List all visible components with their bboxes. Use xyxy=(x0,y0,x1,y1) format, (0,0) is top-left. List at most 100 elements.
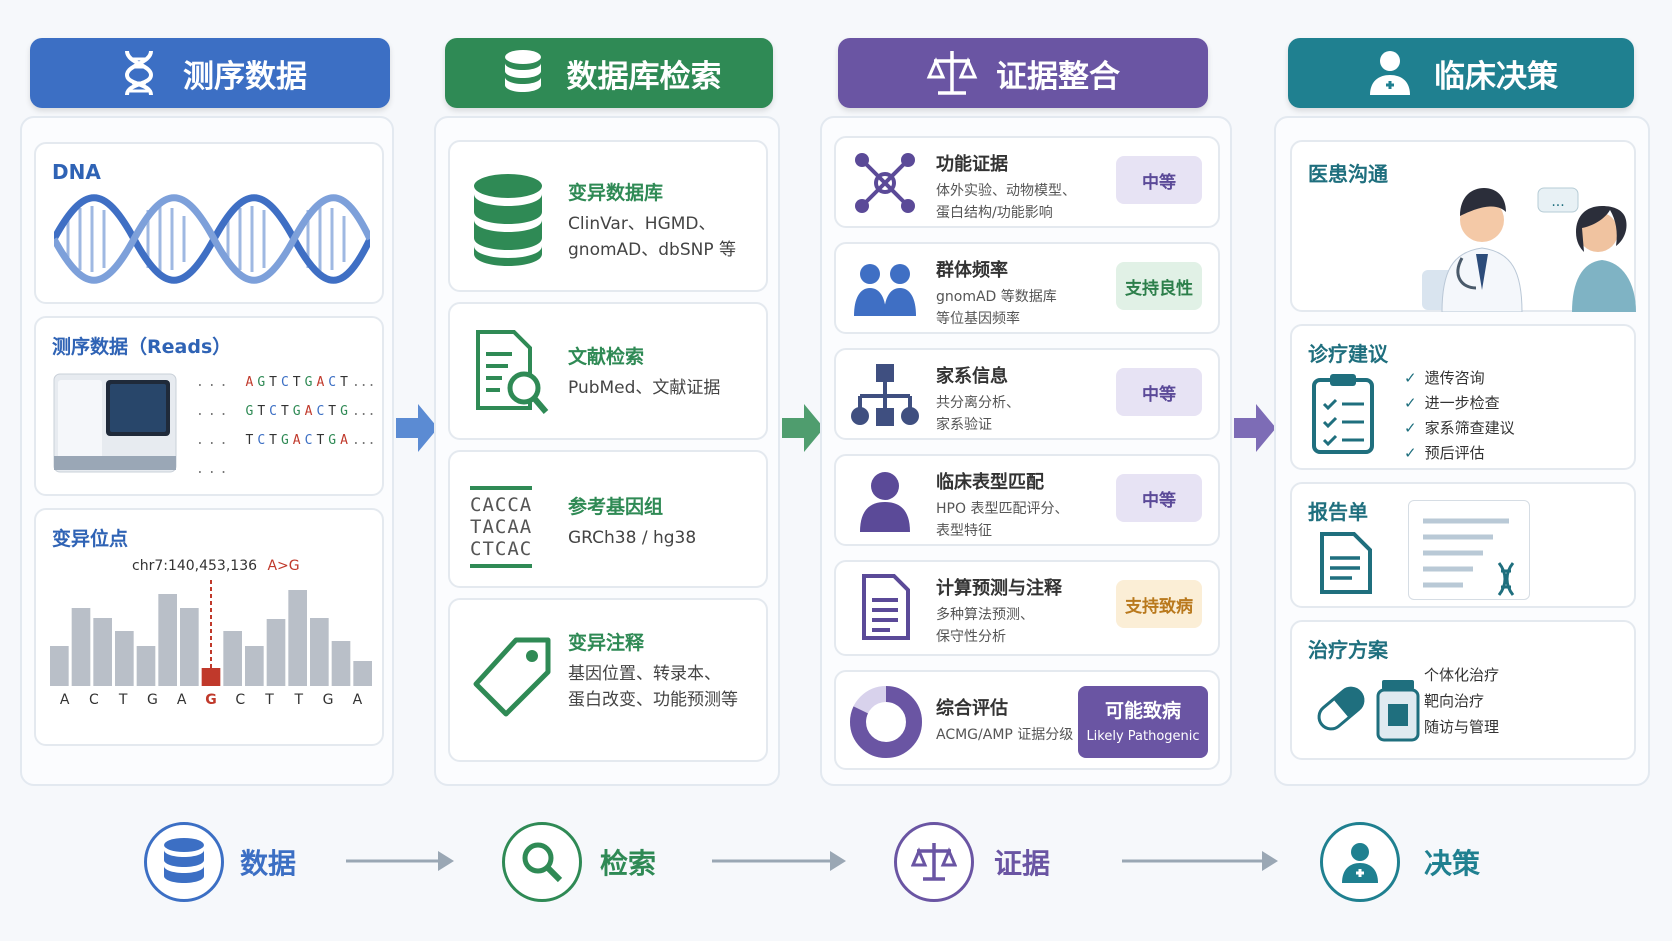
evidence-card: 功能证据 体外实验、动物模型、蛋白结构/功能影响 中等 xyxy=(834,136,1220,228)
db-card-literature: 文献检索 PubMed、文献证据 xyxy=(448,302,768,440)
medicine-icon xyxy=(1317,680,1420,742)
network-icon xyxy=(855,153,915,213)
coverage-bar xyxy=(93,618,112,686)
coverage-bar xyxy=(353,661,372,686)
flow-arrow-2 xyxy=(782,404,824,452)
scale-icon xyxy=(926,51,978,95)
read-row: ...GTCTGACTG... xyxy=(196,404,376,419)
read-base: T xyxy=(340,375,352,390)
reference-base: C xyxy=(235,692,246,708)
read-base: A xyxy=(304,404,317,419)
header-clinical-title: 临床决策 xyxy=(1434,58,1558,95)
evidence-desc: 多种算法预测、保守性分析 xyxy=(936,607,1034,645)
read-sequence: TCTGACTGA... xyxy=(245,433,376,448)
read-base: G xyxy=(257,375,270,390)
report-preview xyxy=(1408,500,1530,600)
read-base: C xyxy=(304,433,317,448)
read-base: C xyxy=(328,375,341,390)
people-icon xyxy=(854,264,916,316)
evidence-card: 群体频率 gnomAD 等数据库等位基因频率 支持良性 xyxy=(834,242,1220,334)
document-search-icon xyxy=(476,330,549,414)
coverage-bar xyxy=(158,594,177,686)
database-icon xyxy=(164,838,204,883)
header-database: 数据库检索 xyxy=(445,38,773,108)
evidence-desc: gnomAD 等数据库等位基因频率 xyxy=(936,289,1057,327)
treatment-item: 随访与管理 xyxy=(1424,718,1500,736)
reads-label: 测序数据（Reads） xyxy=(52,336,232,358)
read-base: T xyxy=(257,404,270,419)
evidence-card: 计算预测与注释 多种算法预测、保守性分析 支持致病 xyxy=(834,560,1220,656)
advice-title: 诊疗建议 xyxy=(1308,342,1388,366)
search-icon xyxy=(522,842,563,883)
coverage-chart xyxy=(50,580,372,686)
read-base: T xyxy=(292,375,305,390)
advice-item: ✓预后评估 xyxy=(1404,444,1485,462)
comm-title: 医患沟通 xyxy=(1308,162,1388,186)
report-icon xyxy=(1320,532,1372,594)
read-row: ...AGTCTGACT... xyxy=(196,375,376,390)
coverage-bar xyxy=(115,631,134,686)
report-title: 报告单 xyxy=(1308,500,1368,524)
reads-list: ...AGTCTGACT... ...GTCTGACTG... ...TCTGA… xyxy=(196,368,375,484)
reference-base: A xyxy=(176,692,187,708)
db-card-variants: 变异数据库 ClinVar、HGMD、 gnomAD、dbSNP 等 xyxy=(448,140,768,292)
treatment-list: 个体化治疗 靶向治疗 随访与管理 xyxy=(1424,662,1499,740)
read-base: C xyxy=(269,404,281,419)
panel-evidence: 功能证据 体外实验、动物模型、蛋白结构/功能影响 中等 群体频率 gnomAD … xyxy=(820,116,1232,786)
db-title: 文献检索 xyxy=(568,346,645,368)
evidence-badge: 中等 xyxy=(1116,474,1202,522)
read-base: C xyxy=(316,404,329,419)
footer-search-circle xyxy=(502,822,582,902)
db-card-annotation: 变异注释 基因位置、转录本、 蛋白改变、功能预测等 xyxy=(448,598,768,762)
doctor-patient-illustration: ... xyxy=(1422,187,1636,312)
evidence-badge: 中等 xyxy=(1116,368,1202,416)
advice-item: ✓进一步检查 xyxy=(1404,394,1500,412)
db-card-reference: CACCA TACAA CTCAC 参考基因组 GRCh38 / hg38 xyxy=(448,450,768,588)
reference-genome-glyph: CACCA TACAA CTCAC xyxy=(470,486,533,568)
check-icon: ✓ xyxy=(1404,419,1417,437)
variant-position: chr7:140,453,136 A>G xyxy=(132,558,300,574)
reference-base: G xyxy=(147,692,158,708)
evidence-card: 临床表型匹配 HPO 表型匹配评分、表型特征 中等 xyxy=(834,454,1220,546)
dna-helix-icon xyxy=(54,194,370,284)
advice-item: ✓家系筛查建议 xyxy=(1404,419,1515,437)
reference-base: A xyxy=(352,692,363,708)
db-desc-line: PubMed、文献证据 xyxy=(568,378,721,398)
read-base: G xyxy=(292,404,305,419)
donut-segment xyxy=(850,686,922,758)
advice-list: ✓遗传咨询 ✓进一步检查 ✓家系筛查建议 ✓预后评估 xyxy=(1404,366,1515,466)
reference-base: G xyxy=(205,692,217,708)
evidence-title: 计算预测与注释 xyxy=(936,578,1062,599)
summary-card: 综合评估 ACMG/AMP 证据分级 可能致病 Likely Pathogeni… xyxy=(834,670,1220,770)
clipboard-icon xyxy=(1312,374,1374,454)
footer-arrow xyxy=(712,851,846,871)
report-lines-icon xyxy=(1423,518,1515,596)
coverage-bar xyxy=(180,608,199,686)
check-icon: ✓ xyxy=(1404,369,1417,387)
coverage-bar xyxy=(71,608,91,686)
coverage-bar xyxy=(245,646,264,686)
read-base: A xyxy=(292,433,305,448)
evidence-title: 群体频率 xyxy=(936,260,1008,281)
header-sequencing: 测序数据 xyxy=(30,38,390,108)
evidence-title: 家系信息 xyxy=(936,366,1008,387)
footer-evidence-label: 证据 xyxy=(994,847,1051,880)
db-title: 参考基因组 xyxy=(568,496,664,518)
dna-card: DNA xyxy=(34,142,384,304)
verdict-cn: 可能致病 xyxy=(1104,700,1181,722)
coverage-bar xyxy=(136,646,156,686)
advice-item: ✓遗传咨询 xyxy=(1404,369,1485,387)
flow-arrow-3 xyxy=(1234,404,1276,452)
dna-label: DNA xyxy=(52,160,101,184)
panel-clinical: 医患沟通 ... 诊疗建议 ✓遗传咨询 ✓进一步检查 ✓家系筛查建议 ✓预后评估… xyxy=(1274,116,1650,786)
scale-icon xyxy=(911,843,957,881)
footer-decision-label: 决策 xyxy=(1424,847,1481,880)
database-icon xyxy=(504,50,541,92)
doctor-icon xyxy=(1342,843,1378,883)
db-desc-line: 基因位置、转录本、 xyxy=(568,664,721,684)
coverage-bar xyxy=(331,641,351,686)
evidence-card: 家系信息 共分离分析、家系验证 中等 xyxy=(834,348,1220,440)
evidence-desc: 体外实验、动物模型、蛋白结构/功能影响 xyxy=(936,183,1076,221)
reference-base: G xyxy=(322,692,334,708)
